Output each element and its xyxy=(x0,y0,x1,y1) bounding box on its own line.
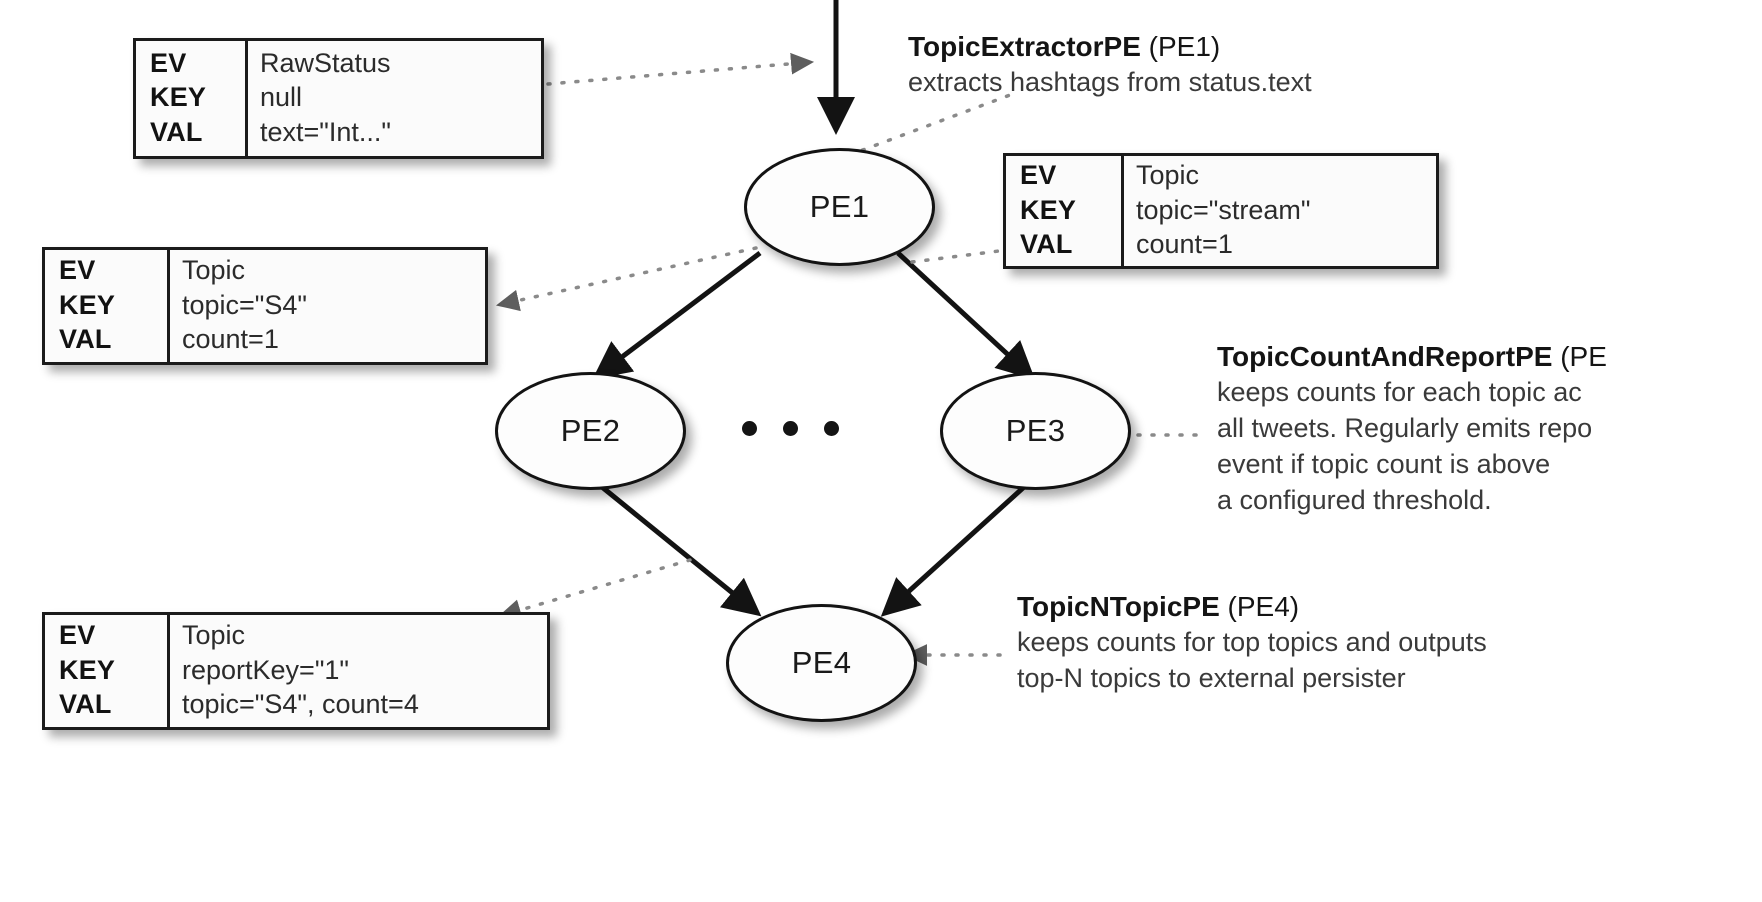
row-label-val: VAL xyxy=(150,116,203,147)
row-label-ev: EV xyxy=(1020,160,1057,191)
parallel-pe-ellipsis xyxy=(742,421,839,436)
annotation-line: all tweets. Regularly emits repo xyxy=(1217,413,1593,444)
annotation-line: event if topic count is above xyxy=(1217,449,1551,480)
row-label-key: KEY xyxy=(150,82,207,113)
annotation-topic-extractor-pe: TopicExtractorPE (PE1) extracts hashtags… xyxy=(908,28,1312,101)
ellipsis-dot xyxy=(783,421,798,436)
pe-node-label: PE3 xyxy=(1005,413,1066,448)
row-label-ev: EV xyxy=(59,255,96,286)
pe-node-label: PE4 xyxy=(791,645,852,680)
event-table-topic-report: EV KEY VAL Topic reportKey="1" topic="S4… xyxy=(42,612,550,730)
event-table-labels: EV KEY VAL xyxy=(45,615,170,727)
leader-pe2-to-report-table xyxy=(497,558,692,621)
row-label-key: KEY xyxy=(1020,194,1077,225)
pe-node-pe2[interactable]: PE2 xyxy=(495,372,686,490)
event-table-topic-stream: EV KEY VAL Topic topic="stream" count=1 xyxy=(1003,153,1439,269)
event-ev-value: Topic xyxy=(182,255,246,286)
event-ev-value: Topic xyxy=(1136,160,1200,191)
annotation-title-bold: TopicCountAndReportPE xyxy=(1217,341,1553,372)
annotation-line: a configured threshold. xyxy=(1217,484,1492,515)
annotation-line: keeps counts for each topic ac xyxy=(1217,377,1582,408)
row-label-key: KEY xyxy=(59,289,116,320)
event-table-values: Topic topic="S4" count=1 xyxy=(170,250,485,362)
row-label-val: VAL xyxy=(59,324,112,355)
event-val-value: count=1 xyxy=(182,324,279,355)
edge-pe3-to-pe4 xyxy=(880,485,1026,617)
event-table-labels: EV KEY VAL xyxy=(45,250,170,362)
edge-pe1-to-pe2 xyxy=(592,251,762,380)
event-table-values: Topic reportKey="1" topic="S4", count=4 xyxy=(170,615,547,727)
event-table-values: RawStatus null text="Int..." xyxy=(248,41,541,156)
edge-pe2-to-pe4 xyxy=(600,485,762,617)
event-val-value: text="Int..." xyxy=(260,116,391,147)
annotation-title: TopicNTopicPE (PE4) xyxy=(1017,588,1487,625)
annotation-topic-n-topic-pe: TopicNTopicPE (PE4) keeps counts for top… xyxy=(1017,588,1487,697)
row-label-ev: EV xyxy=(150,47,187,78)
annotation-line: keeps counts for top topics and outputs xyxy=(1017,627,1487,658)
row-label-val: VAL xyxy=(1020,229,1073,260)
annotation-title-bold: TopicExtractorPE xyxy=(908,31,1141,62)
annotation-title: TopicExtractorPE (PE1) xyxy=(908,28,1312,65)
row-label-ev: EV xyxy=(59,620,96,651)
pe-node-pe1[interactable]: PE1 xyxy=(744,148,935,266)
event-key-value: null xyxy=(260,82,303,113)
annotation-topic-count-and-report-pe: TopicCountAndReportPE (PE keeps counts f… xyxy=(1217,338,1607,519)
ellipsis-dot xyxy=(824,421,839,436)
event-key-value: reportKey="1" xyxy=(182,654,350,685)
annotation-title-suffix: (PE1) xyxy=(1140,31,1221,62)
annotation-title: TopicCountAndReportPE (PE xyxy=(1217,338,1607,375)
leader-pe1-to-topic-s4 xyxy=(495,246,758,312)
ellipsis-dot xyxy=(742,421,757,436)
event-ev-value: RawStatus xyxy=(260,47,391,78)
annotation-title-bold: TopicNTopicPE xyxy=(1017,591,1220,622)
pe-node-pe3[interactable]: PE3 xyxy=(940,372,1131,490)
pe-node-pe4[interactable]: PE4 xyxy=(726,604,917,722)
event-ev-value: Topic xyxy=(182,620,246,651)
event-table-raw-status: EV KEY VAL RawStatus null text="Int..." xyxy=(133,38,544,159)
annotation-line: extracts hashtags from status.text xyxy=(908,67,1312,98)
row-label-val: VAL xyxy=(59,689,112,720)
edge-pe1-to-pe3 xyxy=(896,251,1036,380)
event-table-topic-s4: EV KEY VAL Topic topic="S4" count=1 xyxy=(42,247,488,365)
event-key-value: topic="stream" xyxy=(1136,194,1311,225)
event-table-values: Topic topic="stream" count=1 xyxy=(1124,156,1436,266)
event-val-value: count=1 xyxy=(1136,229,1233,260)
event-key-value: topic="S4" xyxy=(182,289,307,320)
pe-node-label: PE2 xyxy=(560,413,621,448)
event-table-labels: EV KEY VAL xyxy=(136,41,248,156)
event-val-value: topic="S4", count=4 xyxy=(182,689,419,720)
row-label-key: KEY xyxy=(59,654,116,685)
annotation-line: top-N topics to external persister xyxy=(1017,663,1406,694)
leader-rawstatus-to-input xyxy=(546,52,815,86)
event-table-labels: EV KEY VAL xyxy=(1006,156,1124,266)
annotation-title-suffix: (PE xyxy=(1552,341,1607,372)
pe-node-label: PE1 xyxy=(809,189,870,224)
annotation-title-suffix: (PE4) xyxy=(1219,591,1300,622)
